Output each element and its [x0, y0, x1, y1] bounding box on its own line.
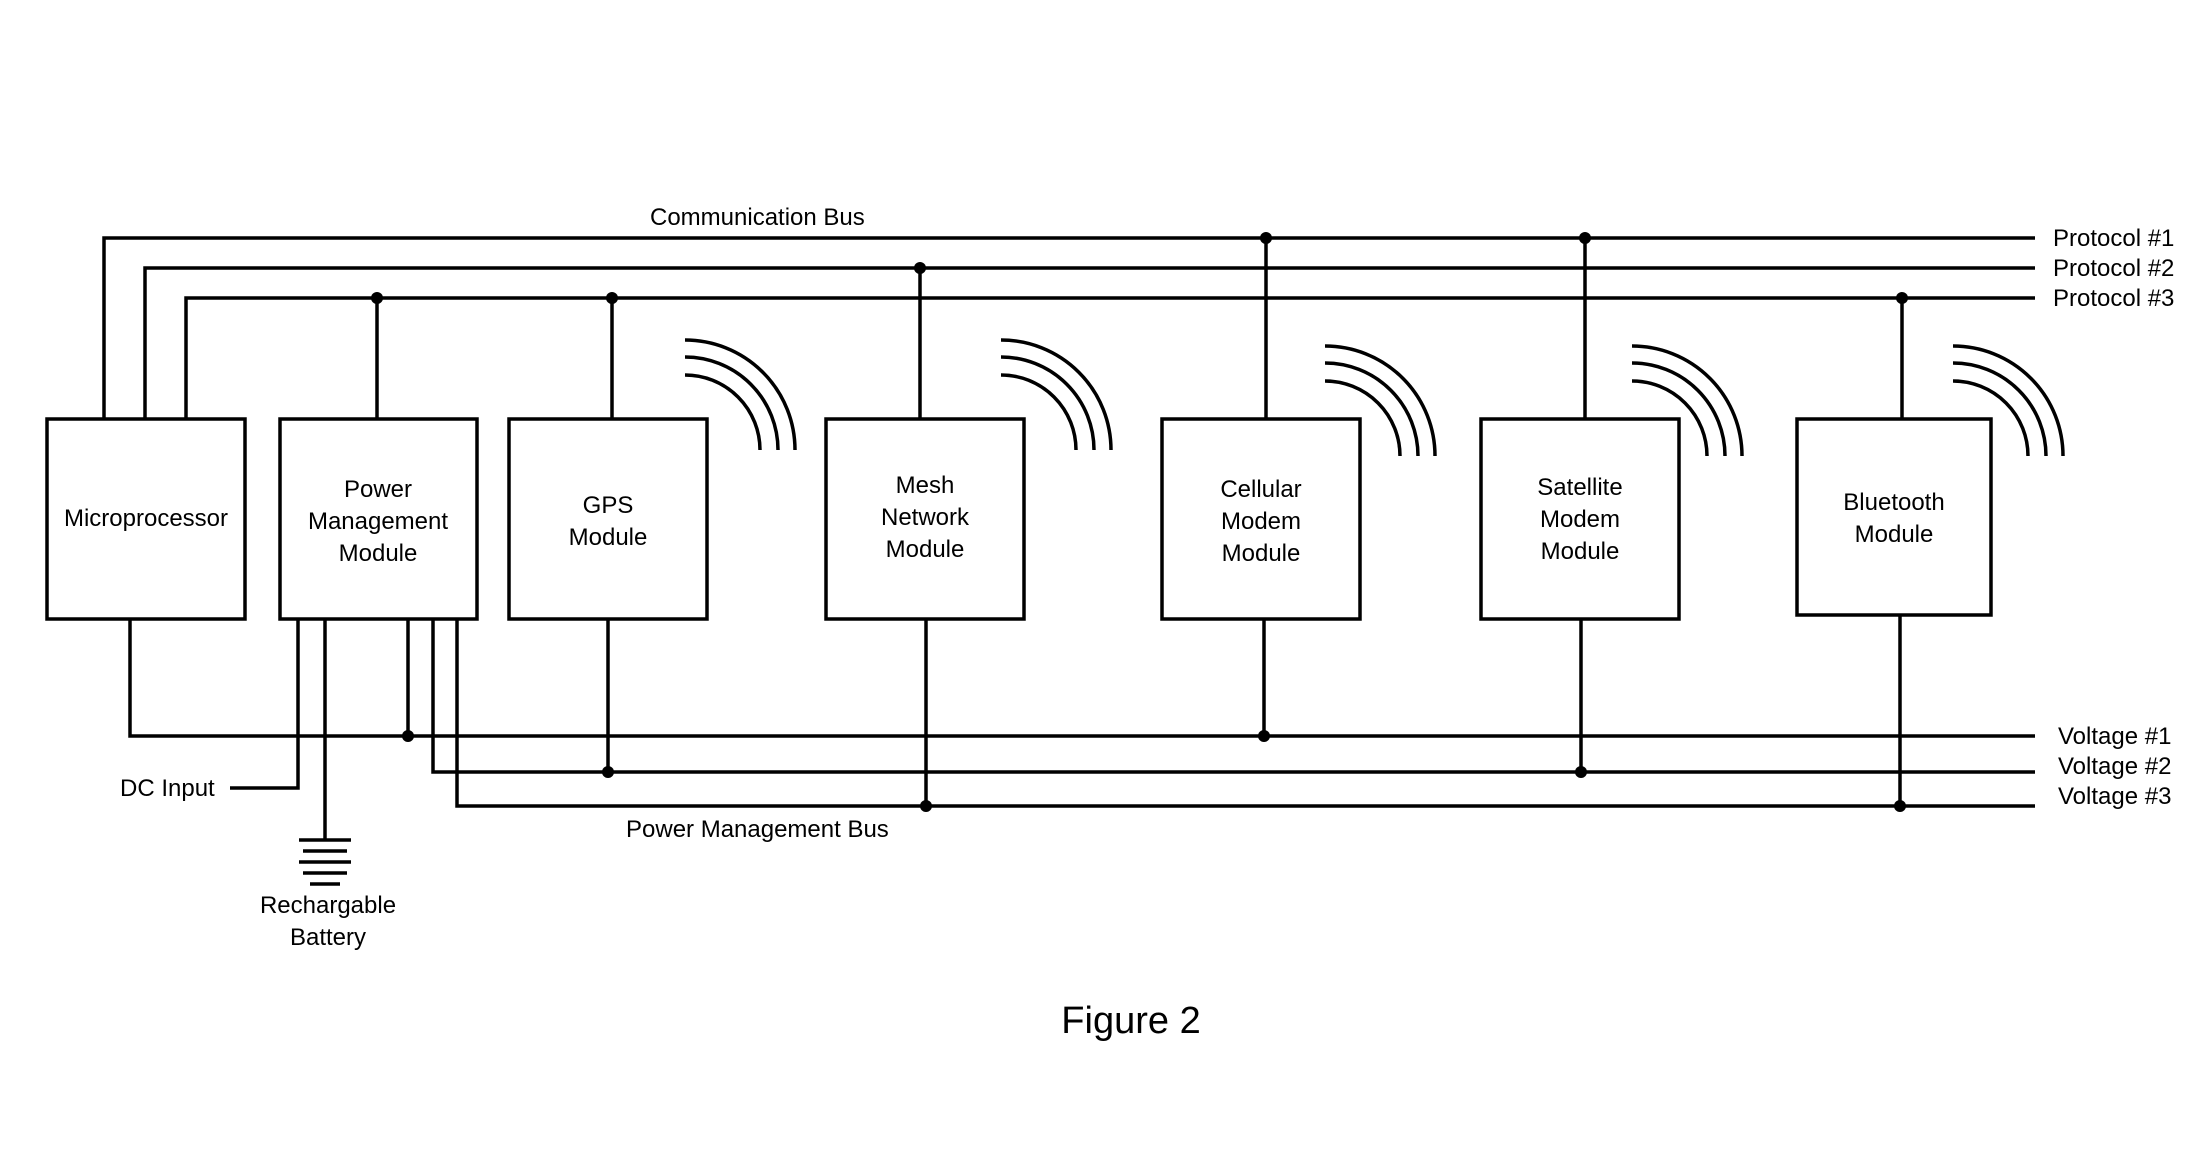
module-label: Modem: [1540, 506, 1620, 533]
junction-dot: [606, 292, 618, 304]
voltage-3-line: [457, 619, 2035, 806]
module-label: Module: [1222, 540, 1301, 567]
module-label: Bluetooth: [1843, 489, 1944, 516]
module-microprocessor: Microprocessor: [47, 419, 245, 619]
battery-icon: [299, 840, 351, 884]
power-management-bus: [130, 615, 2035, 812]
module-gps: GPS Module: [509, 419, 707, 619]
voltage-2-label: Voltage #2: [2058, 753, 2171, 780]
dc-input-label: DC Input: [120, 775, 215, 802]
protocol-2-line: [145, 268, 2035, 419]
junction-dot: [602, 766, 614, 778]
module-label: Network: [881, 504, 970, 531]
junction-dot: [1579, 232, 1591, 244]
module-cellular-modem: Cellular Modem Module: [1162, 419, 1360, 619]
module-label: Power: [344, 476, 412, 503]
junction-dot: [402, 730, 414, 742]
battery-label: Battery: [290, 924, 366, 951]
module-label: Modem: [1221, 508, 1301, 535]
protocol-3-line: [186, 298, 2035, 419]
junction-dot: [1896, 292, 1908, 304]
protocol-2-label: Protocol #2: [2053, 255, 2174, 282]
junction-dot: [1894, 800, 1906, 812]
module-label: Module: [339, 540, 418, 567]
voltage-3-label: Voltage #3: [2058, 783, 2171, 810]
junction-dot: [914, 262, 926, 274]
module-label: Management: [308, 508, 448, 535]
module-label: Module: [886, 536, 965, 563]
voltage-1-label: Voltage #1: [2058, 723, 2171, 750]
module-power-management: Power Management Module: [280, 419, 477, 619]
junction-dot: [920, 800, 932, 812]
module-label: Cellular: [1220, 476, 1301, 503]
figure-caption: Figure 2: [1061, 1000, 1200, 1042]
protocol-1-label: Protocol #1: [2053, 225, 2174, 252]
module-mesh-network: Mesh Network Module: [826, 419, 1024, 619]
protocol-1-line: [104, 238, 2035, 419]
dc-input-wire: [230, 619, 298, 788]
battery-label: Rechargable: [260, 892, 396, 919]
protocol-3-label: Protocol #3: [2053, 285, 2174, 312]
power-management-bus-label: Power Management Bus: [626, 816, 889, 843]
module-bluetooth: Bluetooth Module: [1797, 419, 1991, 615]
module-label: Module: [569, 524, 648, 551]
junction-dot: [1260, 232, 1272, 244]
module-label: Module: [1541, 538, 1620, 565]
voltage-1-line: [130, 619, 2035, 736]
voltage-2-line: [433, 619, 2035, 772]
junction-dot: [1575, 766, 1587, 778]
module-label: Module: [1855, 521, 1934, 548]
module-label: GPS: [583, 492, 634, 519]
communication-bus: [104, 232, 2035, 419]
junction-dot: [371, 292, 383, 304]
module-satellite-modem: Satellite Modem Module: [1481, 419, 1679, 619]
module-label: Microprocessor: [64, 505, 228, 532]
junction-dot: [1258, 730, 1270, 742]
communication-bus-label: Communication Bus: [650, 204, 865, 231]
module-label: Mesh: [896, 472, 955, 499]
power-inputs: [230, 619, 351, 884]
module-label: Satellite: [1537, 474, 1622, 501]
